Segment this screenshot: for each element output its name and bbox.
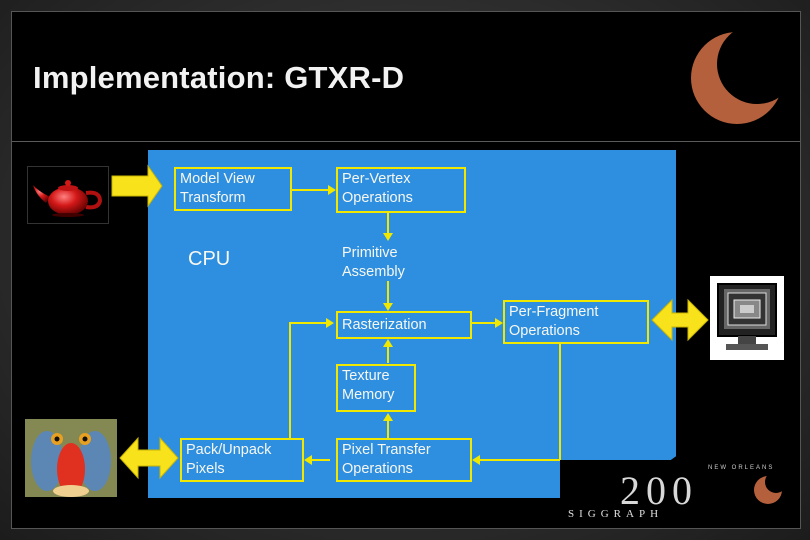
per-fragment-box: Per-Fragment Operations: [503, 300, 649, 344]
logo-siggraph-text: SIGGRAPH: [568, 508, 663, 520]
model-view-box: Model View Transform: [174, 167, 292, 211]
monitor-image: [710, 276, 784, 360]
siggraph-logo: NEW ORLEANS 200 SIGGRAPH: [560, 460, 798, 522]
pipeline-panel: [148, 150, 676, 498]
pixel-transfer-box: Pixel Transfer Operations: [336, 438, 472, 482]
monitor-icon: [717, 283, 777, 350]
baboon-image: [25, 419, 117, 497]
moon-logo-icon: [691, 32, 783, 124]
pack-unpack-box: Pack/Unpack Pixels: [180, 438, 304, 482]
texture-memory-box: Texture Memory: [336, 364, 416, 412]
logo-year-text: 200: [620, 468, 698, 513]
cpu-label: CPU: [188, 248, 231, 270]
baboon-icon: [25, 419, 117, 497]
logo-city-text: NEW ORLEANS: [708, 465, 774, 471]
teapot-icon: [33, 180, 103, 217]
siggraph-logo-graphic: NEW ORLEANS 200 SIGGRAPH: [568, 465, 782, 520]
slide-title: Implementation: GTXR-D: [33, 60, 405, 95]
per-vertex-box: Per-Vertex Operations: [336, 167, 466, 213]
rasterization-box: Rasterization: [336, 311, 472, 339]
primitive-assembly-box: Primitive Assembly: [342, 245, 405, 280]
title-bar: [12, 12, 800, 142]
teapot-image: [27, 166, 109, 224]
